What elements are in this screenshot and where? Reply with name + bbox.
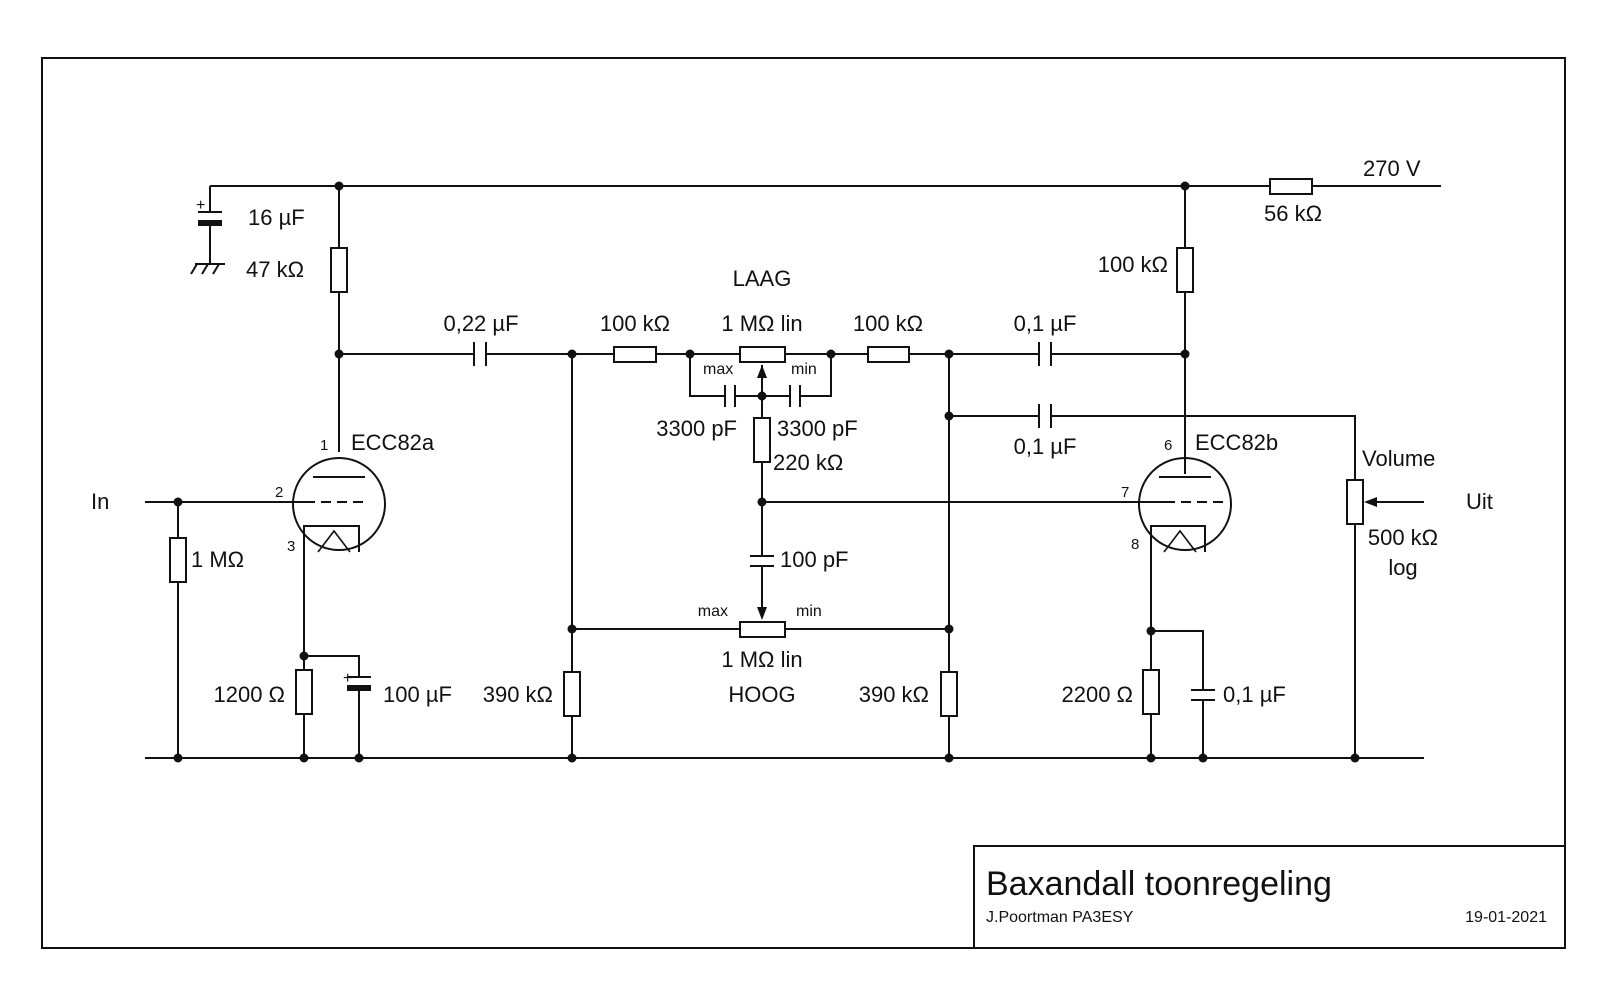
resistor-100k-plate-b [1176, 247, 1194, 293]
resistor-47k [330, 247, 348, 293]
resistor-2200-cathode [1142, 669, 1160, 715]
label-input: In [91, 489, 109, 514]
pot-1m-high [739, 621, 786, 638]
capacitor-3300pf-left [724, 385, 736, 407]
capacitor-01uf-tap [1038, 404, 1052, 428]
title-text: Baxandall toonregeling [986, 865, 1332, 903]
label-tube-a: ECC82a [351, 430, 435, 455]
label-r-low-left: 100 kΩ [600, 311, 670, 336]
label-c-coupling-1: 0,22 µF [443, 311, 518, 336]
capacitor-01uf-plate [1038, 342, 1052, 366]
wiper-arrow-volume [1364, 497, 1377, 507]
junction-dots [173, 181, 1360, 763]
label-tube-b: ECC82b [1195, 430, 1278, 455]
label-pot-low: 1 MΩ lin [721, 311, 802, 336]
resistor-100k-low-left [613, 346, 657, 363]
pot-volume [1346, 479, 1364, 525]
capacitor-100uf-electrolytic: + [343, 670, 371, 691]
label-max-high: max [698, 603, 728, 620]
resistor-1m-grid [169, 537, 187, 583]
label-c-high: 100 pF [780, 547, 849, 572]
label-output: Uit [1466, 489, 1493, 514]
plus-sign-cathode: + [343, 670, 352, 687]
label-volume: Volume [1362, 446, 1435, 471]
label-r-grid: 1 MΩ [191, 547, 244, 572]
label-volume-value: 500 kΩ [1368, 525, 1438, 550]
label-min-low: min [791, 361, 817, 378]
label-tone-high: HOOG [728, 682, 795, 707]
capacitor-01uf-cathode [1191, 689, 1215, 701]
label-r-cathode-b: 2200 Ω [1062, 682, 1134, 707]
resistor-100k-low-right [867, 346, 910, 363]
label-r-divider-left: 390 kΩ [483, 682, 553, 707]
label-r-divider-right: 390 kΩ [859, 682, 929, 707]
label-max-low: max [703, 361, 733, 378]
label-min-high: min [796, 603, 822, 620]
label-r-feedback: 220 kΩ [773, 450, 843, 475]
capacitor-3300pf-right [789, 385, 801, 407]
tube-ecc82b [1138, 457, 1232, 553]
label-r-low-right: 100 kΩ [853, 311, 923, 336]
label-r-filter: 47 kΩ [246, 257, 304, 282]
resistor-390k-right [940, 671, 958, 717]
date-text: 19-01-2021 [1465, 909, 1547, 926]
component-labels: 270 V 56 kΩ 16 µF 47 kΩ LAAG 0,22 µF 100… [91, 156, 1493, 707]
label-r-supply: 56 kΩ [1264, 201, 1322, 226]
capacitor-022uf [473, 342, 487, 366]
label-tone-low: LAAG [733, 266, 792, 291]
plus-sign-filter: + [196, 197, 205, 214]
label-c-feedback: 0,1 µF [1014, 434, 1077, 459]
label-c-low-left: 3300 pF [656, 416, 737, 441]
label-c-coupling-2: 0,1 µF [1014, 311, 1077, 336]
pin-a-grid: 2 [275, 484, 283, 501]
pin-b-grid: 7 [1121, 484, 1129, 501]
drawing-frame [41, 57, 1566, 949]
label-supply-voltage: 270 V [1363, 156, 1421, 181]
pin-b-plate: 6 [1164, 437, 1172, 454]
wiper-arrow-low [757, 365, 767, 378]
tube-ecc82a [292, 457, 386, 553]
resistor-56k [1269, 178, 1313, 195]
label-c-low-right: 3300 pF [777, 416, 858, 441]
label-c-filter: 16 µF [248, 205, 305, 230]
pin-a-cathode: 3 [287, 538, 295, 555]
label-c-cathode-a: 100 µF [383, 682, 452, 707]
label-pot-high: 1 MΩ lin [721, 647, 802, 672]
wiper-arrow-high [757, 607, 767, 620]
capacitor-100pf [750, 555, 774, 567]
label-c-cathode-b: 0,1 µF [1223, 682, 1286, 707]
pin-b-cathode: 8 [1131, 536, 1139, 553]
resistor-1200-cathode [295, 669, 313, 715]
resistor-220k [753, 417, 771, 463]
author-text: J.Poortman PA3ESY [986, 909, 1134, 926]
label-volume-taper: log [1388, 555, 1417, 580]
capacitor-16uf-electrolytic: + [196, 197, 222, 226]
label-r-cathode-a: 1200 Ω [214, 682, 286, 707]
resistor-390k-left [563, 671, 581, 717]
label-r-plate-b: 100 kΩ [1098, 252, 1168, 277]
title-block-border [973, 845, 1565, 948]
pin-a-plate: 1 [320, 437, 328, 454]
pot-1m-low [739, 346, 786, 363]
